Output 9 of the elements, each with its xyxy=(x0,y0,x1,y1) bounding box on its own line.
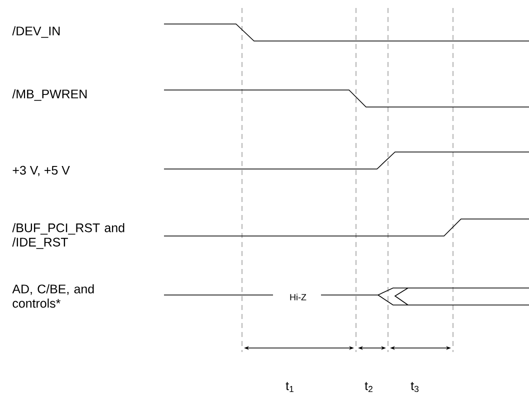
signal-name: /BUF_PCI_RST and /IDE_RST xyxy=(12,223,124,249)
state-label: Hi-Z xyxy=(290,294,306,300)
signal-name: +3 V, +5 V xyxy=(12,166,70,176)
signal-name: /MB_PWREN xyxy=(12,89,87,101)
interval-label: t$_{3}$ xyxy=(410,382,419,392)
signal-name: /DEV_IN xyxy=(12,26,60,38)
interval-label: t$_{1}$ xyxy=(286,382,294,392)
interval-label: t$_{2}$ xyxy=(364,382,372,392)
signal-name: AD, C/BE, and controls* xyxy=(12,284,94,308)
